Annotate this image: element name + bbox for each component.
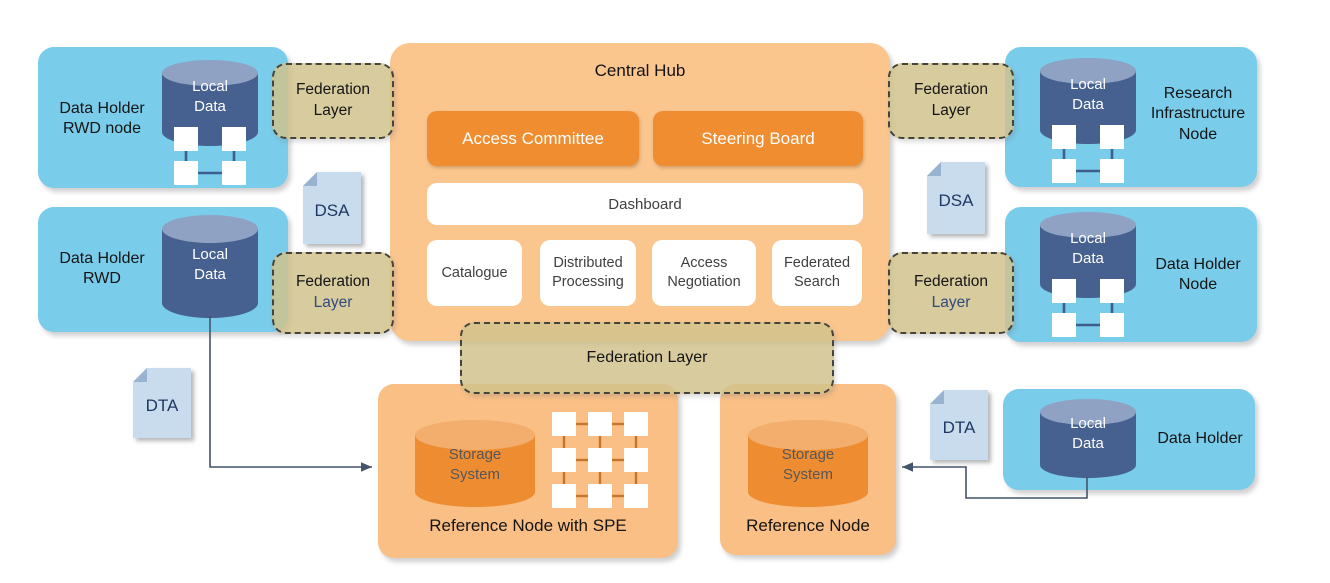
node-label: Data Holder RWD [59,250,145,288]
storage-system-label: Storage System [448,446,502,483]
steering-board-box: Steering Board [653,111,863,166]
node-label: Reference Node with SPE [429,516,627,535]
federation-layer-line2: Layer [931,102,971,119]
service-catalogue: Catalogue [427,240,522,306]
dta-document-icon: DTA [930,390,988,460]
dsa-document-icon: DSA [303,172,361,244]
federation-layer-bottom: Federation Layer [460,322,834,394]
compute-nodes-icon [174,127,246,190]
federation-layer-line1: Federation [295,273,371,291]
dta-document-icon: DTA [133,368,191,438]
node-label: Reference Node [746,516,870,535]
node-label: Data Holder RWD node [59,100,145,138]
service-federated-search: Federated Search [772,240,862,306]
federation-layer-label: Federation Layer [586,349,708,367]
local-data-label: Local Data [1070,230,1106,267]
federation-layer-mid-right: Federation Layer [888,252,1014,334]
storage-system-label: Storage System [781,446,835,483]
local-data-label: Local Data [192,246,228,283]
federation-layer-top-left: Federation Layer [272,63,394,139]
compute-nodes-icon [1052,279,1124,342]
local-data-label: Local Data [1070,76,1106,113]
dta-label: DTA [942,418,976,437]
node-label: Data Holder Node [1155,256,1241,294]
federation-layer-mid-left: Federation Layer [272,252,394,334]
compute-nodes-icon [1052,125,1124,188]
federation-layer-line1: Federation [913,273,989,291]
access-committee-box: Access Committee [427,111,639,166]
federation-layer-line1: Federation [295,81,371,99]
dta-label: DTA [145,396,179,415]
data-transfer-arrow-left [209,316,372,472]
node-label: Research Infrastructure Node [1150,85,1246,143]
dsa-label: DSA [314,201,350,220]
node-label: Data Holder [1157,430,1243,447]
dsa-document-icon: DSA [927,162,985,234]
local-data-label: Local Data [192,78,228,115]
central-hub-title: Central Hub [594,61,686,80]
service-distributed-processing: Distributed Processing [540,240,636,306]
federation-layer-line2: Layer [313,102,353,119]
local-data-database-icon: Local Data [1040,399,1136,479]
central-hub: Central Hub Access Committee Steering Bo… [390,43,890,341]
spe-grid-icon [552,412,648,513]
dashboard-box: Dashboard [427,183,863,225]
federation-layer-line1: Federation [913,81,989,99]
local-data-label: Local Data [1070,415,1106,452]
dsa-label: DSA [938,191,974,210]
service-access-negotiation: Access Negotiation [652,240,756,306]
storage-system-database-icon: Storage System [748,420,868,508]
storage-system-database-icon: Storage System [415,420,535,508]
federation-layer-top-right: Federation Layer [888,63,1014,139]
local-data-database-icon: Local Data [162,215,258,319]
federation-layer-line2: Layer [313,294,353,311]
federation-layer-line2: Layer [931,294,971,311]
